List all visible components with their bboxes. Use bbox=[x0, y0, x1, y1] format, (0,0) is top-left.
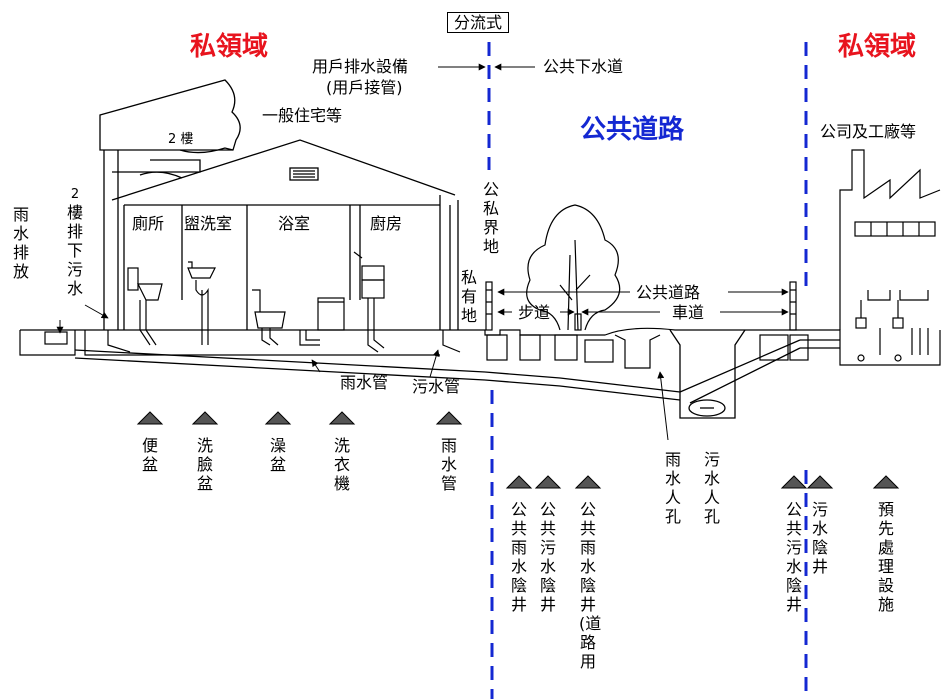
triangle-marker-icon bbox=[435, 411, 463, 425]
triangle-marker-icon bbox=[780, 475, 808, 489]
right-public-sewage-inlet: 公共污水陰井 bbox=[785, 500, 802, 614]
right-sewage-inlet: 污水陰井 bbox=[811, 500, 828, 576]
triangle-marker-icon bbox=[505, 475, 533, 489]
zone-private-left: 私領域 bbox=[190, 32, 269, 62]
fixture-toilet: 便盆 bbox=[141, 436, 158, 474]
fixture-basin: 洗臉盆 bbox=[196, 436, 213, 493]
manhole-sewage: 污水人孔 bbox=[703, 450, 720, 526]
factory-icon bbox=[839, 149, 941, 362]
manhole-rain: 雨水人孔 bbox=[664, 450, 681, 526]
room-washroom: 盥洗室 bbox=[184, 214, 233, 233]
floor2-discharge-num: 2 bbox=[70, 187, 80, 202]
pretreatment-facility: 預先處理設施 bbox=[877, 500, 894, 614]
sewer-mains bbox=[74, 339, 840, 404]
fixture-rain-pipe: 雨水管 bbox=[440, 436, 457, 493]
inlet-boxes bbox=[486, 334, 809, 369]
rain-discharge-label: 雨水排放 bbox=[12, 205, 29, 281]
floor2-discharge-label: 樓排下污水 bbox=[66, 203, 83, 298]
sewage-pipe-label: 污水管 bbox=[412, 377, 461, 396]
fixture-bathtub: 澡盆 bbox=[269, 436, 286, 474]
room-kitchen: 廚房 bbox=[370, 214, 403, 233]
toilet-icon bbox=[127, 267, 163, 301]
boundary-label: 公私界地 bbox=[482, 180, 499, 256]
public-rain-inlet-road: 公共雨水陰井(道路用 bbox=[579, 500, 602, 671]
house-icon bbox=[99, 79, 459, 330]
dimension-arrows bbox=[56, 63, 789, 441]
public-sewage-inlet: 公共污水陰井 bbox=[539, 500, 556, 614]
triangle-markers bbox=[136, 411, 900, 489]
triangle-marker-icon bbox=[264, 411, 292, 425]
public-sewer-label: 公共下水道 bbox=[543, 57, 624, 76]
rain-pipe-label: 雨水管 bbox=[340, 373, 389, 392]
sink-icon bbox=[187, 261, 216, 279]
fixture-washer: 洗衣機 bbox=[333, 436, 350, 493]
triangle-marker-icon bbox=[872, 475, 900, 489]
triangle-marker-icon bbox=[574, 475, 602, 489]
triangle-marker-icon bbox=[191, 411, 219, 425]
public-road-label: 公共道路 bbox=[636, 283, 701, 302]
triangle-marker-icon bbox=[806, 475, 834, 489]
sidewalk-label: 步道 bbox=[518, 303, 551, 322]
system-type-label: 分流式 bbox=[447, 12, 510, 33]
road-posts bbox=[485, 281, 797, 331]
zone-private-right: 私領域 bbox=[838, 32, 917, 62]
house-facility-label: 用戶排水設備 bbox=[312, 57, 409, 76]
private-land-label: 私有地 bbox=[460, 268, 477, 325]
room-bathroom: 浴室 bbox=[278, 214, 311, 233]
public-rain-inlet: 公共雨水陰井 bbox=[510, 500, 527, 614]
floor2-label: 2 樓 bbox=[168, 132, 194, 147]
triangle-marker-icon bbox=[328, 411, 356, 425]
boundary-lines bbox=[487, 42, 808, 699]
ground-line bbox=[19, 327, 941, 366]
general-housing-label: 一般住宅等 bbox=[262, 106, 343, 125]
washing-machine-icon bbox=[317, 297, 345, 331]
roadway-label: 車道 bbox=[672, 303, 705, 322]
zone-public-road: 公共道路 bbox=[580, 115, 685, 145]
house-connection-label: (用戶接管) bbox=[326, 78, 403, 97]
bathtub-icon bbox=[252, 289, 286, 329]
manhole-icon bbox=[669, 329, 746, 419]
triangle-marker-icon bbox=[136, 411, 164, 425]
stove-icon bbox=[353, 251, 385, 299]
triangle-marker-icon bbox=[534, 475, 562, 489]
room-toilet: 廁所 bbox=[132, 214, 165, 233]
company-factory-label: 公司及工廠等 bbox=[820, 122, 917, 141]
